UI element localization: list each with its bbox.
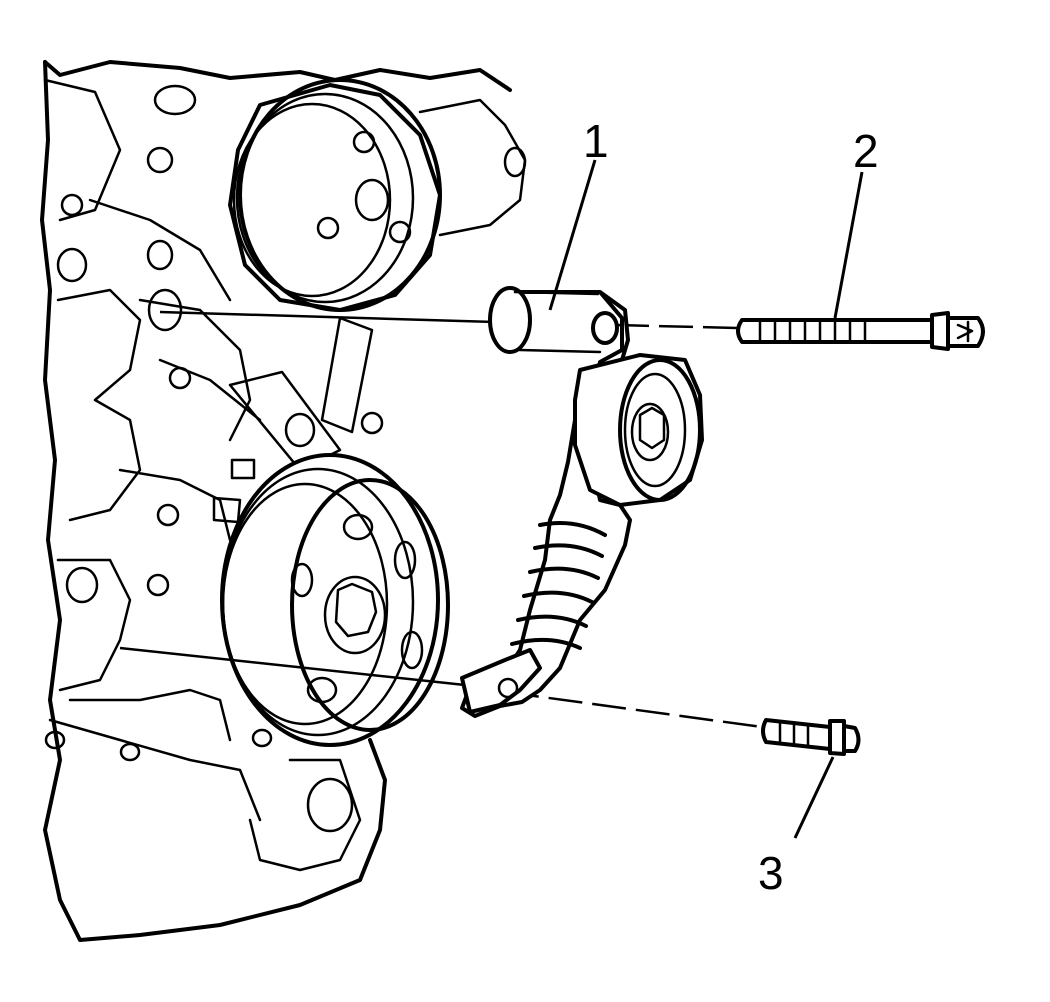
leader-lines [548,159,864,839]
callout-1: 1 [583,115,609,167]
tensioner-assembly [460,286,704,718]
bolt-2 [736,311,985,351]
callout-3: 3 [758,847,784,899]
upper-pulley [228,78,527,312]
engine-block [40,60,512,942]
bolt-3 [761,718,861,756]
callout-2: 2 [853,125,879,177]
block-bosses [44,84,384,762]
lower-pulley [220,453,450,747]
alignment-lines [119,310,763,729]
tensioner-spring [510,521,607,650]
